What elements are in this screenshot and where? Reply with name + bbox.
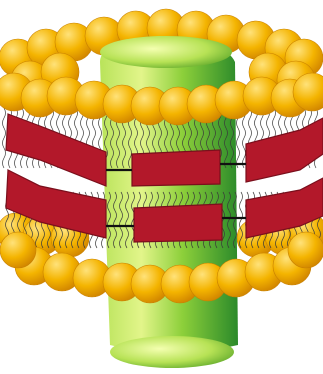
red-band-center-top [132, 150, 220, 186]
cylinder-body [100, 36, 238, 353]
lipid-head-sphere [288, 232, 323, 268]
red-band-right-top [246, 118, 323, 182]
lipid-head-sphere [0, 232, 36, 268]
cylinder-bottom-cap [110, 336, 234, 368]
lipid-tail [3, 108, 6, 168]
cylinder-top-cap [100, 36, 232, 68]
red-band-left-top [6, 114, 106, 186]
red-band-center-bottom [134, 204, 222, 242]
